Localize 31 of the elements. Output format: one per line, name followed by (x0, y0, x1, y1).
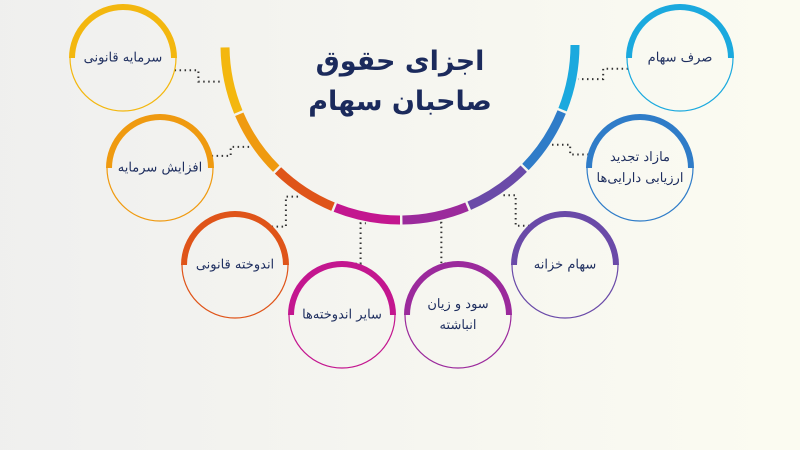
leader-line (174, 69, 222, 83)
leader-line (552, 144, 589, 156)
node-label: سود و زیان انباشته (426, 296, 490, 335)
circle-node (105, 113, 215, 223)
node-label: سایر اندوخته‌ها (301, 306, 383, 324)
circle-node (287, 260, 397, 370)
arc-segment (235, 112, 280, 172)
circle-node (510, 210, 620, 320)
leader-line (355, 222, 366, 265)
leader-line (272, 196, 300, 228)
leader-line (212, 146, 250, 157)
arc-segment (220, 47, 242, 114)
node-label: سرمایه قانونی (82, 50, 164, 68)
arc-segment (402, 202, 469, 224)
leader-line (502, 194, 530, 227)
circle-node (585, 113, 695, 223)
circle-node (180, 210, 290, 320)
circle-node (68, 3, 178, 113)
title: اجزای حقوق صاحبان سهام (307, 45, 493, 119)
arc-segment (274, 167, 335, 211)
node-label: صرف سهام (646, 50, 714, 68)
node-label: مازاد تجدید ارزیابی دارایی‌ها (596, 149, 684, 188)
arc-segment (334, 203, 400, 224)
arc-segment (467, 166, 527, 210)
node-label: افزایش سرمایه (116, 160, 204, 178)
circle-node (403, 260, 513, 370)
circle-node (625, 3, 735, 113)
arc-segment (558, 45, 580, 112)
node-label: سهام خزانه (532, 256, 598, 274)
arc-segment (522, 110, 566, 170)
node-label: اندوخته قانونی (194, 256, 276, 274)
